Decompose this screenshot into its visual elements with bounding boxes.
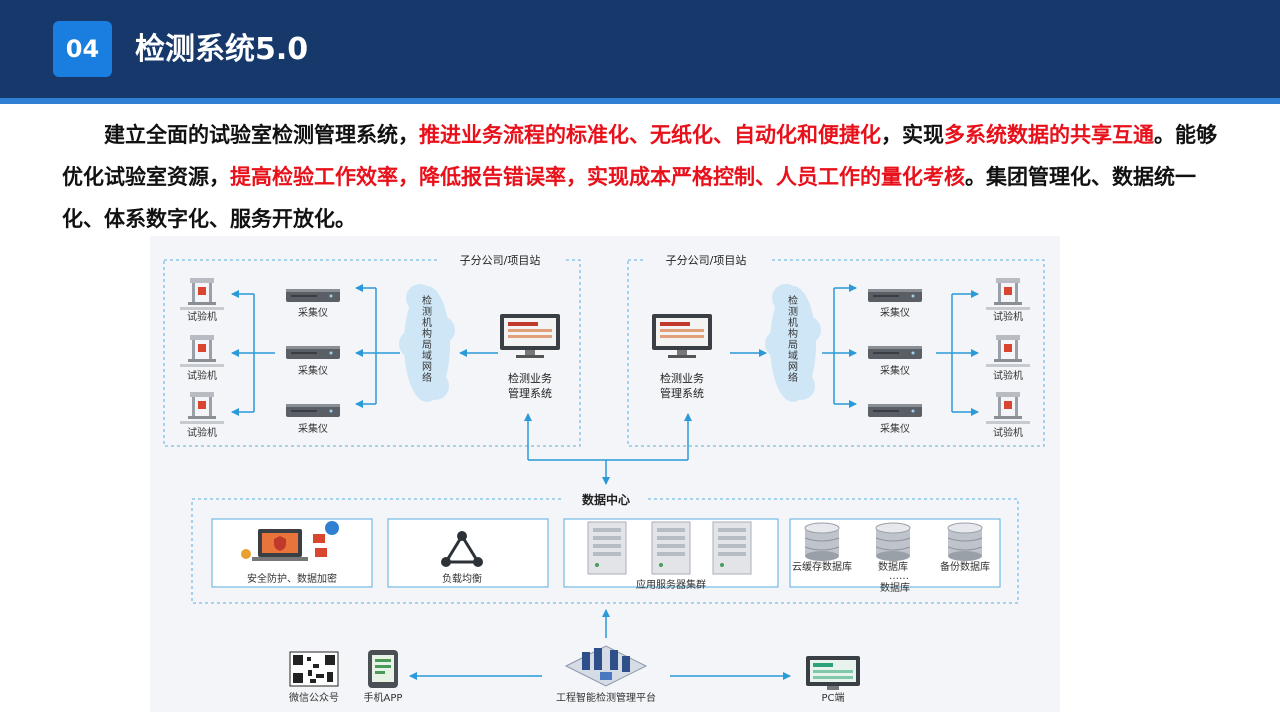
right-tester-arrows [936, 290, 979, 416]
left-tester-label-1: 试验机 [187, 310, 217, 323]
data-center-title: 数据中心 [582, 492, 630, 507]
data-center-box [191, 498, 1019, 604]
left-network-cloud: 检测机构局域网络 [399, 284, 455, 402]
intro-text-4: 。集团管理化、数据统一化、体系数字化、服务开放化。 [62, 165, 1196, 231]
right-collector-label-3: 采集仪 [880, 422, 910, 435]
db-cache-label: 云缓存数据库 [792, 560, 852, 573]
pc-label: PC端 [821, 691, 844, 704]
db-group-label: 数据库 [880, 581, 910, 594]
left-system-label-1: 检测业务 [508, 371, 552, 385]
left-tester-arrows [231, 290, 275, 416]
load-balance-panel [387, 518, 549, 588]
page-title: 检测系统5.0 [135, 32, 309, 67]
left-system-label-2: 管理系统 [508, 386, 552, 400]
right-collectors: 采集仪 采集仪 采集仪 [868, 289, 922, 435]
server-cluster-icon [587, 521, 752, 575]
site-to-datacenter-connector [524, 413, 692, 485]
left-tester-label-2: 试验机 [187, 369, 217, 382]
platform-label: 工程智能检测管理平台 [556, 691, 656, 704]
architecture-diagram: 子分公司/项目站 试验机 试验机 试验机 采集仪 采集仪 采集仪 [150, 236, 1060, 712]
section-number-badge: 04 [53, 21, 112, 77]
left-testers: 试验机 试验机 试验机 [180, 278, 224, 439]
database-icons [804, 522, 983, 562]
platform-icon [564, 645, 648, 687]
right-management-system: 检测业务 管理系统 [652, 314, 712, 400]
right-system-label-2: 管理系统 [660, 386, 704, 400]
db-main-label: 数据库 [878, 560, 908, 573]
security-label: 安全防护、数据加密 [247, 572, 337, 585]
intro-text-2: ，实现 [881, 123, 944, 147]
left-collector-arrows [355, 284, 400, 408]
pc-icon [806, 656, 860, 690]
header-bar [0, 0, 1280, 98]
right-tester-label-1: 试验机 [993, 310, 1023, 323]
left-tester-label-3: 试验机 [187, 426, 217, 439]
left-management-system: 检测业务 管理系统 [500, 314, 560, 400]
left-collector-label-1: 采集仪 [298, 306, 328, 319]
left-site-box [163, 259, 581, 447]
wechat-qr-icon [289, 651, 339, 687]
right-tester-label-2: 试验机 [993, 369, 1023, 382]
right-network-cloud: 检测机构局域网络 [765, 284, 821, 402]
right-tester-label-3: 试验机 [993, 426, 1023, 439]
architecture-svg: 子分公司/项目站 试验机 试验机 试验机 采集仪 采集仪 采集仪 [163, 252, 1045, 704]
right-collector-arrows [822, 284, 857, 408]
app-label: 手机APP [364, 691, 403, 704]
load-balance-icon [441, 531, 483, 567]
app-cluster-label: 应用服务器集群 [636, 578, 706, 591]
security-icon [241, 521, 339, 561]
intro-text-1: 建立全面的试验室检测管理系统， [104, 123, 419, 147]
right-system-label-1: 检测业务 [660, 371, 704, 385]
left-collectors: 采集仪 采集仪 采集仪 [286, 289, 340, 435]
intro-highlight-2: 多系统数据的共享互通 [944, 123, 1154, 147]
intro-highlight-3: 提高检验工作效率，降低报告错误率，实现成本严格控制、人员工作的量化考核 [230, 165, 965, 189]
right-testers: 试验机 试验机 试验机 [986, 278, 1030, 439]
right-site-box [627, 259, 1045, 447]
intro-paragraph: 建立全面的试验室检测管理系统，推进业务流程的标准化、无纸化、自动化和便捷化，实现… [62, 114, 1222, 240]
right-site-title: 子分公司/项目站 [666, 253, 747, 267]
right-network-label: 检测机构局域网络 [788, 294, 798, 384]
left-collector-label-3: 采集仪 [298, 422, 328, 435]
header-accent-line [0, 98, 1280, 104]
intro-highlight-1: 推进业务流程的标准化、无纸化、自动化和便捷化 [419, 123, 881, 147]
left-site-title: 子分公司/项目站 [460, 253, 541, 267]
load-balance-label: 负载均衡 [442, 572, 482, 585]
wechat-label: 微信公众号 [289, 691, 339, 704]
mobile-app-icon [368, 650, 398, 688]
intro-text-3: 。能够优化试验室资源， [62, 123, 1217, 189]
db-backup-label: 备份数据库 [940, 560, 990, 573]
right-collector-label-2: 采集仪 [880, 364, 910, 377]
db-ellipsis: …… [889, 571, 909, 582]
left-network-label: 检测机构局域网络 [422, 294, 432, 384]
left-collector-label-2: 采集仪 [298, 364, 328, 377]
right-collector-label-1: 采集仪 [880, 306, 910, 319]
